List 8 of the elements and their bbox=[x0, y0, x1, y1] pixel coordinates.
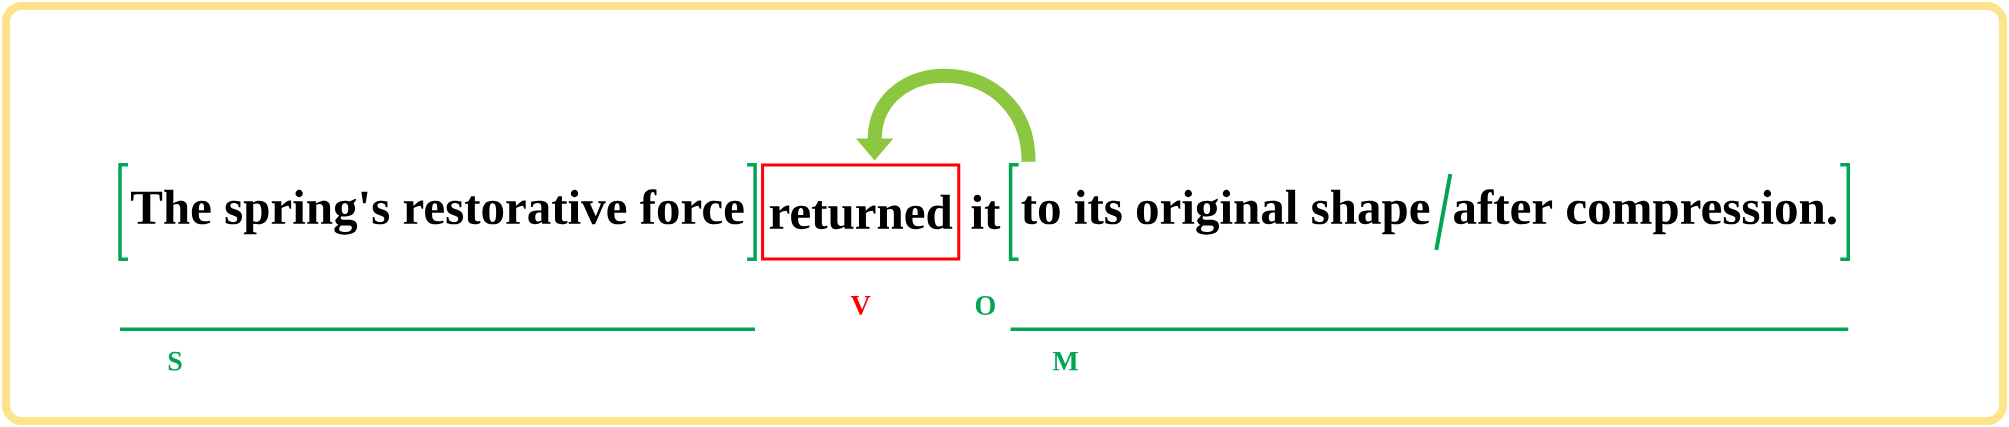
phrase: The spring's restorative force bbox=[131, 189, 744, 235]
highlight-box: returned bbox=[761, 163, 961, 261]
role-letter: O bbox=[975, 296, 995, 315]
role-letter: M bbox=[1052, 352, 1078, 371]
word: it bbox=[971, 194, 1001, 230]
role-letter: V bbox=[850, 296, 871, 315]
phrase: to its original shape after compression. bbox=[1021, 189, 1836, 235]
role-letter: S bbox=[168, 351, 182, 371]
